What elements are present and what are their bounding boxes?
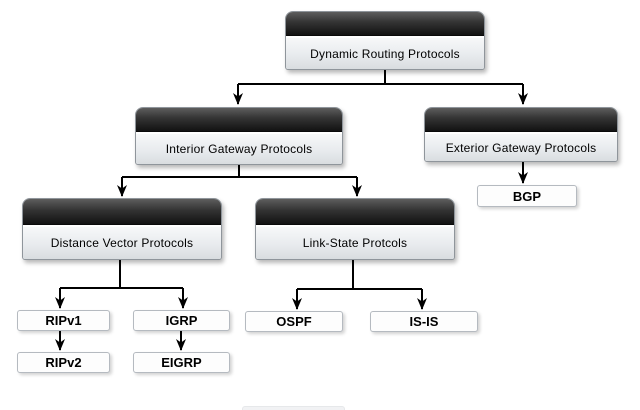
node-body: Link-State Protcols	[256, 225, 454, 259]
node-header-band	[136, 108, 342, 132]
node-body: Interior Gateway Protocols	[136, 132, 342, 164]
cropped-box-edge	[242, 406, 345, 410]
node-body: Distance Vector Protocols	[23, 225, 221, 259]
node-header-band	[256, 199, 454, 225]
node-label: OSPF	[276, 314, 312, 329]
node-ripv2: RIPv2	[17, 352, 110, 373]
node-exterior-gateway-protocols: Exterior Gateway Protocols	[424, 107, 618, 162]
node-label: RIPv2	[45, 355, 82, 370]
node-dynamic-routing-protocols: Dynamic Routing Protocols	[285, 11, 485, 70]
node-header-band	[425, 108, 617, 132]
node-bgp: BGP	[477, 185, 577, 207]
node-label: Exterior Gateway Protocols	[445, 140, 597, 155]
node-label: Interior Gateway Protocols	[165, 142, 313, 156]
node-eigrp: EIGRP	[133, 352, 230, 373]
node-ripv1: RIPv1	[17, 310, 110, 331]
node-ospf: OSPF	[245, 311, 343, 332]
node-label: Dynamic Routing Protocols	[310, 46, 460, 61]
node-label: Distance Vector Protocols	[50, 236, 194, 250]
node-label: BGP	[512, 188, 542, 204]
node-link-state-protocols: Link-State Protcols	[255, 198, 455, 260]
node-igrp: IGRP	[133, 310, 230, 331]
node-label: RIPv1	[45, 313, 82, 328]
node-label: IGRP	[165, 313, 198, 328]
node-label: IS-IS	[409, 314, 439, 329]
node-label: Link-State Protcols	[302, 236, 408, 250]
node-interior-gateway-protocols: Interior Gateway Protocols	[135, 107, 343, 165]
node-header-band	[286, 12, 484, 36]
node-header-band	[23, 199, 221, 225]
node-distance-vector-protocols: Distance Vector Protocols	[22, 198, 222, 260]
node-body: Exterior Gateway Protocols	[425, 132, 617, 161]
node-body: Dynamic Routing Protocols	[286, 36, 484, 69]
node-label: EIGRP	[161, 355, 202, 370]
node-isis: IS-IS	[370, 311, 478, 332]
